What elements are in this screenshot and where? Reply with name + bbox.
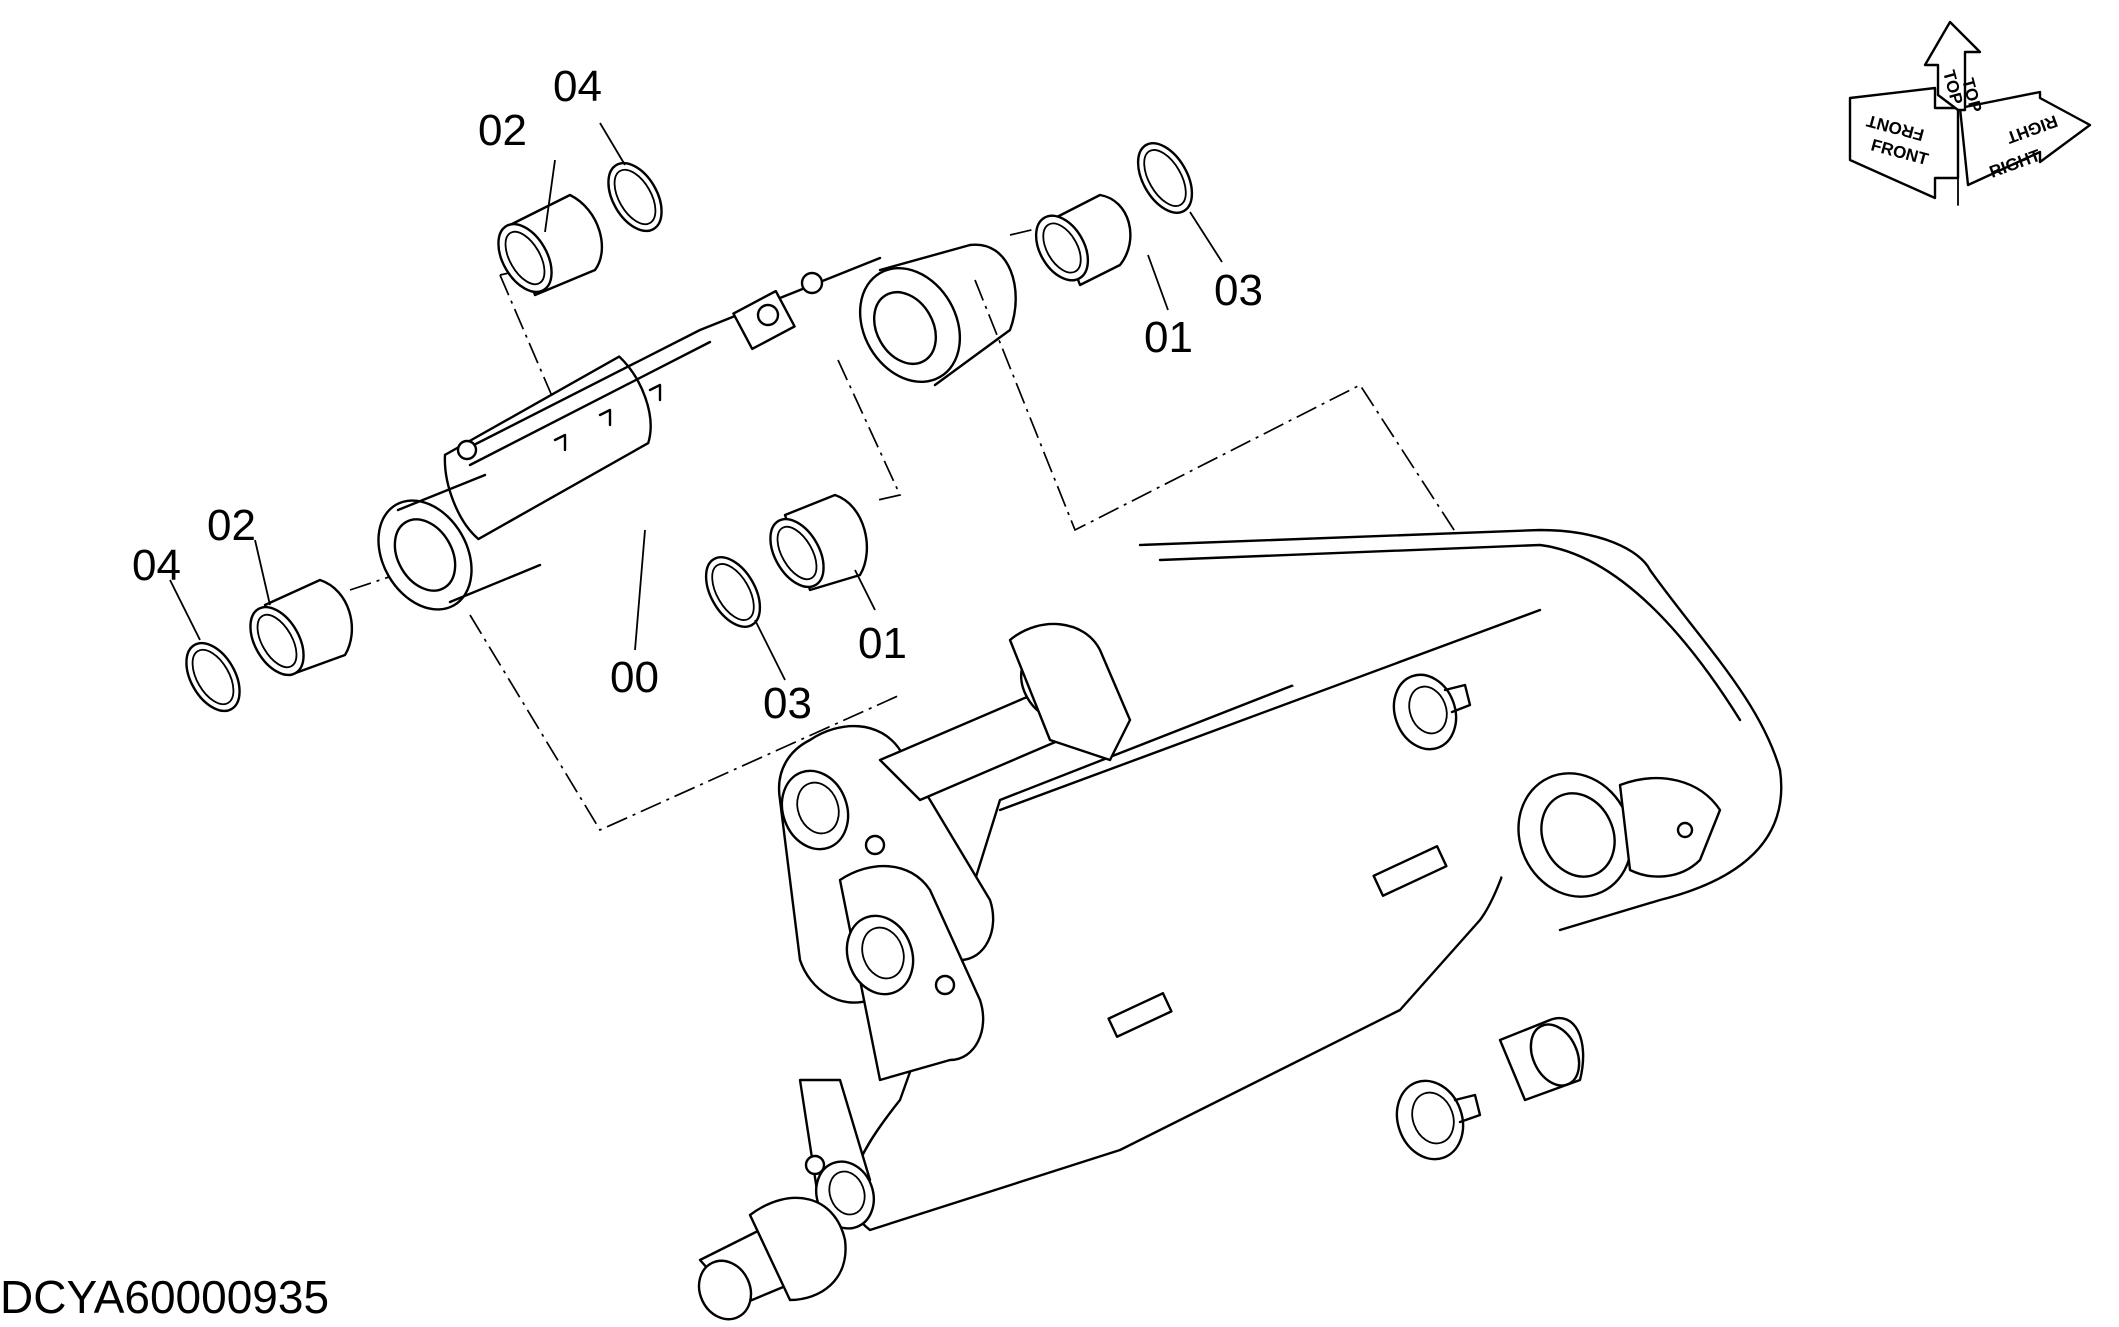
part-01-bushing-lower	[769, 493, 868, 592]
callout-03-lower: 03	[763, 679, 812, 728]
part-02-bushing-lower	[249, 578, 353, 677]
callout-02-lower: 02	[207, 501, 256, 550]
callout-01-upper: 01	[1144, 313, 1193, 362]
front-shaft	[697, 1196, 847, 1321]
plate-upper	[1372, 845, 1448, 897]
rear-bore	[1517, 772, 1722, 898]
pin-mid-front	[845, 914, 915, 996]
upper-cross-shaft	[878, 622, 1132, 802]
part-03-ring-lower	[704, 556, 762, 628]
leader-03-lower	[754, 619, 786, 681]
orientation-indicator: TOP TOP FRONT FRONT RIGHT RIGHT	[1848, 20, 2092, 206]
pin-top-front	[780, 769, 850, 851]
callout-01-lower: 01	[858, 619, 907, 668]
pin-bottom-right	[1395, 1079, 1482, 1161]
callout-04-lower: 04	[132, 541, 181, 590]
callout-03-upper: 03	[1214, 266, 1263, 315]
leader-03-upper	[1189, 211, 1223, 263]
leader-00	[634, 529, 646, 651]
leader-04-lower	[169, 579, 201, 641]
part-02-bushing-upper	[497, 193, 604, 297]
bolts	[804, 821, 1694, 1176]
part-03-ring-upper	[1136, 142, 1194, 214]
lower-rear-shaft	[1498, 1017, 1585, 1102]
callout-00: 00	[610, 653, 659, 702]
leader-01-lower	[854, 569, 876, 611]
leader-01-upper	[1147, 254, 1169, 311]
drawing-id: DCYA60000935	[0, 1271, 329, 1322]
part-01-bushing-upper	[1034, 193, 1132, 287]
part-04-ring-lower	[185, 641, 241, 713]
pin-top-right	[1392, 673, 1472, 751]
leader-04-upper	[599, 122, 626, 166]
leader-02-lower	[254, 539, 271, 606]
callouts: 04 02 01 03 02 04 00 01 03	[132, 62, 1263, 728]
main-frame	[697, 528, 1783, 1321]
leader-02-upper	[544, 159, 556, 233]
part-04-ring-upper	[607, 161, 663, 233]
callout-04-upper: 04	[553, 62, 602, 111]
part-00-cylinder-bracket	[377, 243, 1017, 611]
plate-lower	[1107, 992, 1173, 1038]
leader-lines	[169, 122, 1223, 681]
callout-02-upper: 02	[478, 106, 527, 155]
